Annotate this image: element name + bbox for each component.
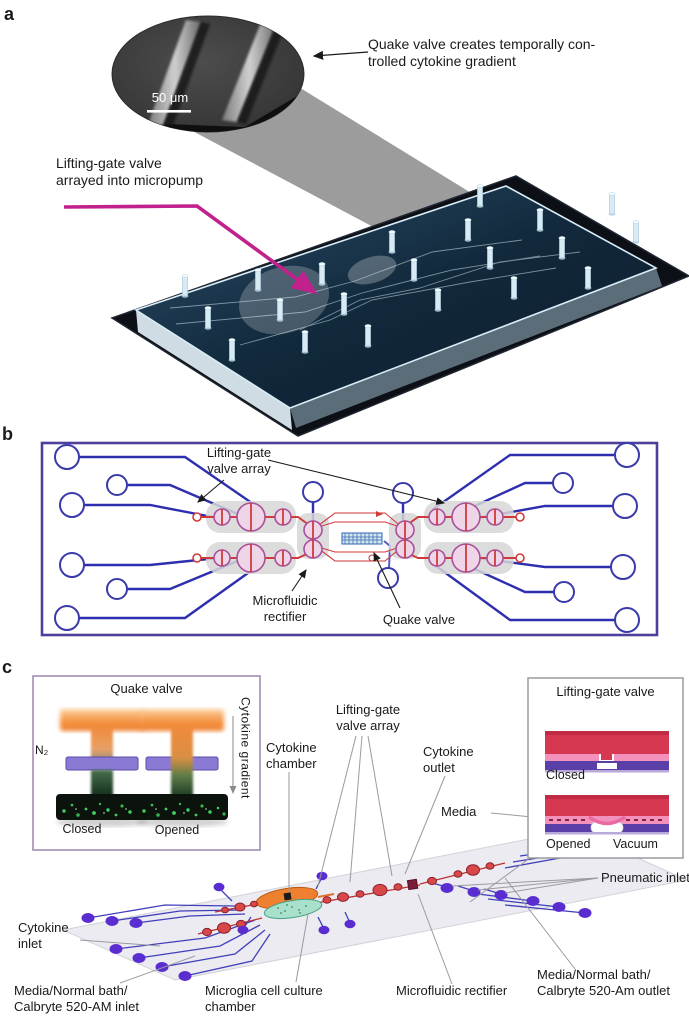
- quake-closed-diagram: [56, 709, 148, 827]
- lifting-gate-annotation-arrow: [63, 204, 318, 295]
- rectifier-label-c: Microfluidic rectifier: [396, 983, 508, 998]
- panel-a-letter: a: [4, 4, 15, 24]
- panel-b-quake-label: Quake valve: [382, 612, 456, 627]
- vacuum-label: Vacuum: [613, 837, 658, 851]
- panel-b-rectifier-label: Microfluidic rectifier: [252, 593, 318, 624]
- panel-c-letter: c: [2, 657, 13, 677]
- cytokine-inlet-label: Cytokine inlet: [18, 920, 69, 951]
- lifting-inset-title: Lifting-gate valve: [556, 684, 655, 699]
- quake-valve-inset: [32, 675, 261, 851]
- valve-array-label-c: Lifting-gate valve array: [335, 702, 401, 733]
- lifting-gate-valves: [192, 502, 525, 573]
- panel-b-letter: b: [2, 424, 13, 444]
- quake-annotation-arrow: [312, 50, 369, 60]
- lifting-gate-valve-inset: [527, 677, 684, 859]
- microglia-chamber-3d: [263, 898, 323, 920]
- n2-label: N₂: [35, 743, 49, 757]
- chip3d-ports: [81, 832, 653, 981]
- panel-c: [32, 675, 689, 985]
- quake-valve-marker-3d: [283, 892, 292, 901]
- cytokine-gradient-label: Cytokine gradient: [238, 697, 253, 799]
- ports: [54, 442, 640, 633]
- quake-inset-title: Quake valve: [110, 681, 183, 696]
- chip3d-dark-valve: [406, 878, 419, 891]
- valve-region-blob: [347, 255, 397, 285]
- lifting-opened-diagram: [545, 795, 669, 835]
- leader-lines: [79, 735, 649, 985]
- quake-valve-hatch: [341, 532, 383, 545]
- quake-closed-label: Closed: [62, 822, 102, 836]
- lifting-opened-label: Opened: [546, 837, 591, 851]
- panel-a-photo: [63, 15, 689, 437]
- lifting-closed-diagram: [545, 731, 669, 773]
- chip-left-face: [136, 310, 292, 430]
- panel-b-valve-array-label: Lifting-gate valve array: [206, 445, 272, 476]
- quake-opened-label: Opened: [154, 823, 200, 837]
- quake-opened-diagram: [136, 709, 228, 827]
- chip-front-face: [290, 268, 662, 428]
- panel-b-schematic: [40, 441, 659, 637]
- panel-b-label-arrows: [197, 459, 446, 609]
- media-inlet-label: Media/Normal bath/ Calbryte 520-AM inlet: [14, 983, 139, 1014]
- sem-scale-bar-line: [147, 110, 191, 113]
- media-outlet-label: Media/Normal bath/ Calbryte 520-Am outle…: [537, 967, 670, 998]
- chip-slab-3d: [61, 829, 689, 981]
- cytokine-chamber-label: Cytokine chamber: [266, 740, 317, 771]
- chip-top-face: [134, 185, 658, 409]
- chip3d-valve-discs: [202, 862, 495, 937]
- pneumatic-inlet-label: Pneumatic inlet: [601, 870, 689, 885]
- microglia-chamber-label: Microglia cell culture chamber: [205, 983, 323, 1014]
- quake-annotation: Quake valve creates temporally con- trol…: [368, 36, 596, 70]
- sem-scale-label: 50 μm: [151, 90, 189, 105]
- lifting-closed-label: Closed: [546, 768, 585, 782]
- media-label: Media: [441, 804, 477, 819]
- cytokine-outlet-label: Cytokine outlet: [423, 744, 474, 775]
- lifting-gate-annotation: Lifting-gate valve arrayed into micropum…: [56, 155, 204, 189]
